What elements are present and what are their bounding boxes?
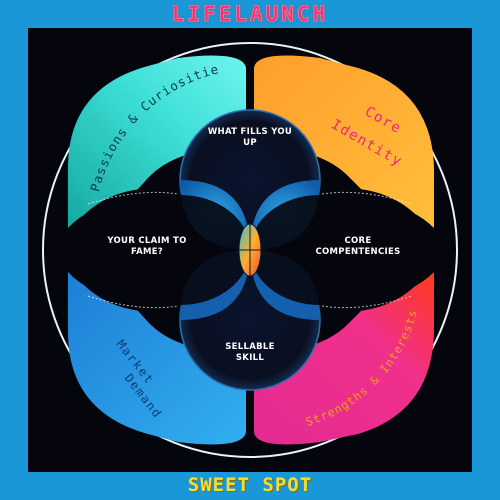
sweet-spot-label: SWEET SPOT xyxy=(187,474,313,496)
quadrant-passions xyxy=(68,55,246,229)
sweet-spot-diagram: Passions & Curiosities Core Identity Mar… xyxy=(28,28,458,458)
app-title: LIFELAUNCH xyxy=(171,2,329,27)
quadrant-strengths xyxy=(254,272,434,445)
outer-ring xyxy=(42,42,458,458)
region-label-bottom: SELLABLE SKILL xyxy=(225,342,275,363)
region-label-left: YOUR CLAIM TO FAME? xyxy=(107,236,187,257)
quadrant-market xyxy=(68,272,246,445)
lens-left xyxy=(110,195,250,305)
diagram-panel: Passions & Curiosities Core Identity Mar… xyxy=(28,28,472,472)
region-label-right: CORE COMPENTENCIES xyxy=(315,236,401,257)
quadrant-identity xyxy=(254,55,434,229)
lens-right xyxy=(250,195,390,305)
region-label-top: WHAT FILLS YOU UP xyxy=(207,127,293,148)
